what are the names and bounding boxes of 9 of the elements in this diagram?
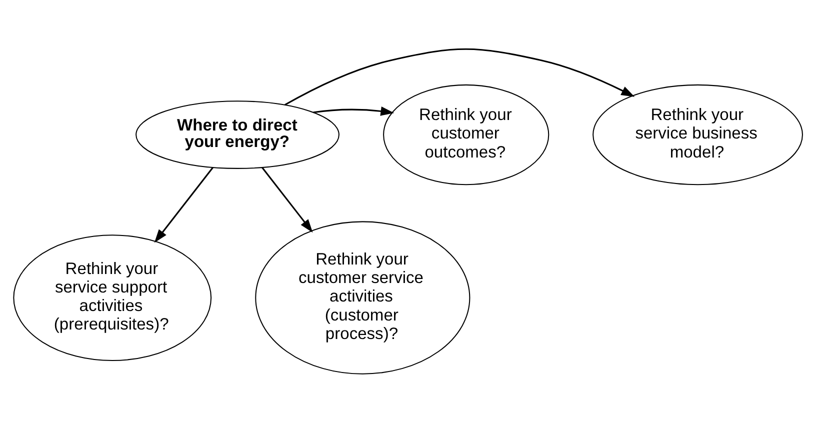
node-ellipse: Rethink your service business model? bbox=[592, 84, 802, 186]
node-ellipse: Where to direct your energy? bbox=[135, 100, 339, 169]
node-ellipse: Rethink your customer service activities (customer process)? bbox=[254, 221, 470, 374]
node-ellipse: Rethink your service support activities (prerequisites)? bbox=[12, 234, 212, 362]
arrow bbox=[261, 167, 312, 233]
arrow bbox=[284, 48, 634, 106]
arrow bbox=[312, 106, 394, 116]
arrow bbox=[154, 167, 213, 243]
node-ellipse: Rethink your customer outcomes? bbox=[382, 84, 549, 186]
